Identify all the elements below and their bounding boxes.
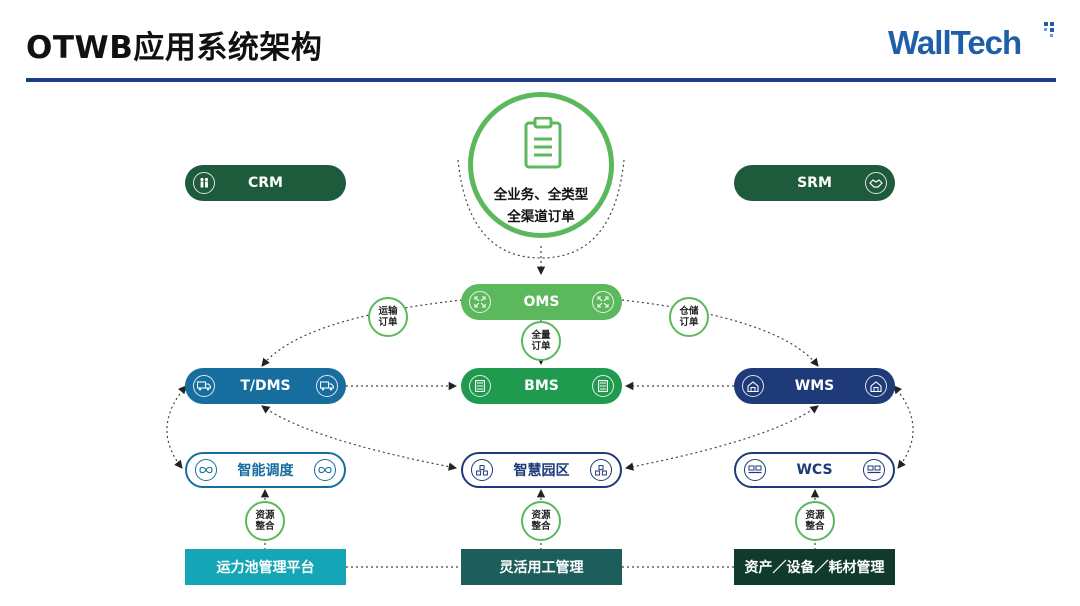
wms-node: WMS: [734, 368, 895, 404]
capacity-pool-label: 运力池管理平台: [216, 560, 315, 576]
bubble-line: 资源: [255, 510, 275, 521]
page-title: OTWB应用系统架构: [26, 30, 323, 66]
order-hub-circle: 全业务、全类型 全渠道订单: [468, 92, 614, 238]
capacity-pool-platform: 运力池管理平台: [185, 549, 346, 585]
park-buildings-icon: [471, 459, 493, 481]
bubble-line: 整合: [805, 521, 825, 532]
bms-node: BMS: [461, 368, 622, 404]
bms-label: BMS: [524, 378, 559, 394]
oms-node: OMS: [461, 284, 622, 320]
full-order-bubble: 全量 订单: [521, 321, 561, 361]
warehouse-icon: [865, 375, 887, 397]
oms-label: OMS: [523, 294, 560, 310]
smart-dispatch-node: 智能调度: [185, 452, 346, 488]
truck-icon: [316, 375, 338, 397]
bubble-line: 仓储: [679, 306, 699, 317]
warehouse-icon: [742, 375, 764, 397]
smart-park-node: 智慧园区: [461, 452, 622, 488]
warehouse-order-bubble: 仓储 订单: [669, 297, 709, 337]
flex-labor-platform: 灵活用工管理: [461, 549, 622, 585]
order-hub-line2: 全渠道订单: [507, 209, 575, 225]
logo-dots-icon: [1044, 22, 1054, 37]
asset-equipment-label: 资产／设备／耗材管理: [744, 560, 885, 576]
bubble-line: 订单: [531, 341, 551, 352]
logo-text: WallTech: [888, 24, 1022, 61]
header-divider: [26, 78, 1056, 82]
transport-order-bubble: 运输 订单: [368, 297, 408, 337]
smart-dispatch-label: 智能调度: [237, 463, 294, 479]
bubble-line: 资源: [531, 510, 551, 521]
smart-park-label: 智慧园区: [513, 463, 570, 479]
loop-icon: [195, 459, 217, 481]
wcs-label: WCS: [796, 462, 833, 478]
people-icon: [193, 172, 215, 194]
bubble-line: 整合: [255, 521, 275, 532]
crm-label: CRM: [248, 175, 283, 191]
handshake-icon: [865, 172, 887, 194]
loop-icon: [314, 459, 336, 481]
clipboard-icon: [524, 117, 562, 169]
bubble-line: 资源: [805, 510, 825, 521]
walltech-logo: WallTech: [888, 22, 1058, 64]
order-hub-line1: 全业务、全类型: [493, 187, 589, 203]
bubble-line: 全量: [531, 330, 551, 341]
resource-integration-bubble-right: 资源 整合: [795, 501, 835, 541]
tdms-label: T/DMS: [240, 378, 291, 394]
wcs-node: WCS: [734, 452, 895, 488]
bubble-line: 订单: [679, 317, 699, 328]
truck-icon: [193, 375, 215, 397]
resource-integration-bubble-center: 资源 整合: [521, 501, 561, 541]
expand-arrows-icon: [469, 291, 491, 313]
asset-equipment-platform: 资产／设备／耗材管理: [734, 549, 895, 585]
bubble-line: 运输: [378, 306, 398, 317]
tdms-node: T/DMS: [185, 368, 346, 404]
conveyor-icon: [744, 459, 766, 481]
expand-arrows-icon: [592, 291, 614, 313]
park-buildings-icon: [590, 459, 612, 481]
resource-integration-bubble-left: 资源 整合: [245, 501, 285, 541]
wms-label: WMS: [794, 378, 835, 394]
bubble-line: 订单: [378, 317, 398, 328]
calculator-icon: [469, 375, 491, 397]
srm-label: SRM: [797, 175, 832, 191]
flex-labor-label: 灵活用工管理: [499, 560, 584, 576]
crm-node: CRM: [185, 165, 346, 201]
bubble-line: 整合: [531, 521, 551, 532]
calculator-icon: [592, 375, 614, 397]
conveyor-icon: [863, 459, 885, 481]
srm-node: SRM: [734, 165, 895, 201]
